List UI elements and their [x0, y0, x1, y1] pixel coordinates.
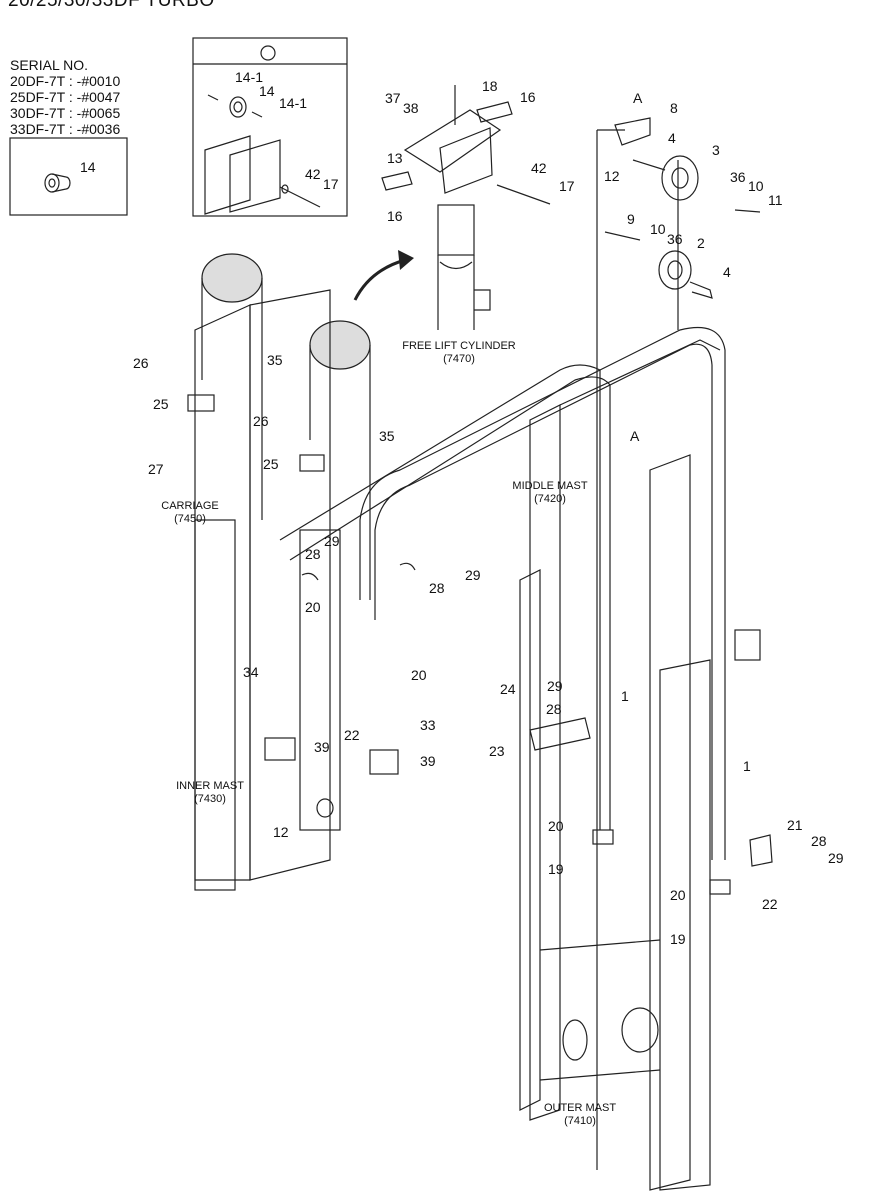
callout: 36 — [667, 231, 683, 247]
page-title: 20/25/30/33DF TURBO — [8, 0, 215, 11]
callout: 25 — [153, 396, 169, 412]
callout: 11 — [768, 192, 783, 208]
callout: 25 — [263, 456, 279, 472]
label-free-lift-cylinder: FREE LIFT CYLINDER(7470) — [402, 340, 516, 365]
callout: 28 — [546, 701, 562, 717]
callout: 20 — [670, 887, 686, 903]
callout: 17 — [559, 178, 575, 194]
serial-row: 20DF-7T : -#0010 — [10, 73, 121, 89]
callout: 39 — [314, 739, 330, 755]
callout: 2 — [697, 235, 705, 251]
callout: 35 — [267, 352, 283, 368]
callout: 21 — [787, 817, 803, 833]
outer-mast-frame — [519, 569, 761, 1191]
callout: 14-1 — [279, 95, 308, 111]
bushing-14-illustration — [44, 173, 71, 193]
callout: 20 — [411, 667, 427, 683]
callout: 12 — [604, 168, 620, 184]
bracket-detail-illustration — [193, 45, 347, 215]
callout: 37 — [385, 90, 401, 106]
callout: 29 — [324, 533, 340, 549]
serial-row: 25DF-7T : -#0047 — [10, 89, 121, 105]
callout: 20 — [305, 599, 321, 615]
serial-row: 33DF-7T : -#0036 — [10, 121, 121, 137]
callout: 17 — [323, 176, 339, 192]
callout: 12 — [273, 824, 289, 840]
detail-box-bushing — [9, 137, 128, 216]
callout: 38 — [403, 100, 419, 116]
inner-mast-frame — [194, 519, 341, 891]
callout: 23 — [489, 743, 505, 759]
callout: 33 — [420, 717, 436, 733]
detail-box-bracket — [192, 37, 348, 217]
callout: 10 — [650, 221, 666, 237]
callout: 19 — [670, 931, 686, 947]
pulley-assembly-upper — [596, 117, 761, 1170]
serial-row: 30DF-7T : -#0065 — [10, 105, 121, 121]
callout: 36 — [730, 169, 746, 185]
callout: 28 — [305, 546, 321, 562]
callout: 4 — [668, 130, 676, 146]
callout: 39 — [420, 753, 436, 769]
callout: 28 — [811, 833, 827, 849]
callout: 22 — [762, 896, 778, 912]
callout: 28 — [429, 580, 445, 596]
callout: 22 — [344, 727, 360, 743]
callout: 29 — [465, 567, 481, 583]
callout: 35 — [379, 428, 395, 444]
callout: 10 — [748, 178, 764, 194]
callout: 26 — [133, 355, 149, 371]
callout: 42 — [305, 166, 321, 182]
callout: 9 — [627, 211, 635, 227]
label-outer-mast: OUTER MAST(7410) — [543, 1102, 617, 1127]
callout: 14-1 — [235, 69, 264, 85]
callout: 26 — [253, 413, 269, 429]
pulley-assembly-lower — [604, 160, 713, 330]
callout: 27 — [148, 461, 164, 477]
hose-routing — [279, 326, 726, 860]
callout: 16 — [520, 89, 536, 105]
callout: 20 — [548, 818, 564, 834]
hose-fittings — [187, 394, 773, 895]
callout: A — [630, 428, 640, 444]
callout: 1 — [621, 688, 629, 704]
callout: 1 — [743, 758, 751, 774]
serial-number-table: SERIAL NO. 20DF-7T : -#0010 25DF-7T : -#… — [10, 57, 120, 137]
callout: A — [633, 90, 643, 106]
callout: 16 — [387, 208, 403, 224]
callout: 3 — [712, 142, 720, 158]
callout: 4 — [723, 264, 731, 280]
callout: 42 — [531, 160, 547, 176]
carriage-hose-loops — [201, 253, 371, 600]
callout: 19 — [548, 861, 564, 877]
callout: 13 — [387, 150, 403, 166]
callout: 29 — [828, 850, 844, 866]
callout: 14 — [80, 159, 96, 175]
label-carriage: CARRIAGE(7450) — [161, 500, 219, 525]
serial-heading: SERIAL NO. — [10, 57, 89, 73]
callout: 14 — [259, 83, 275, 99]
free-lift-cylinder-illustration — [381, 85, 551, 330]
middle-mast-frame — [529, 339, 721, 1191]
callout: 8 — [670, 100, 678, 116]
callout: 18 — [482, 78, 498, 94]
callout: 29 — [547, 678, 563, 694]
label-middle-mast: MIDDLE MAST(7420) — [512, 480, 588, 505]
callout: 24 — [500, 681, 516, 697]
callout: 34 — [243, 664, 259, 680]
label-inner-mast: INNER MAST(7430) — [176, 780, 244, 805]
curved-arrow — [353, 258, 406, 301]
